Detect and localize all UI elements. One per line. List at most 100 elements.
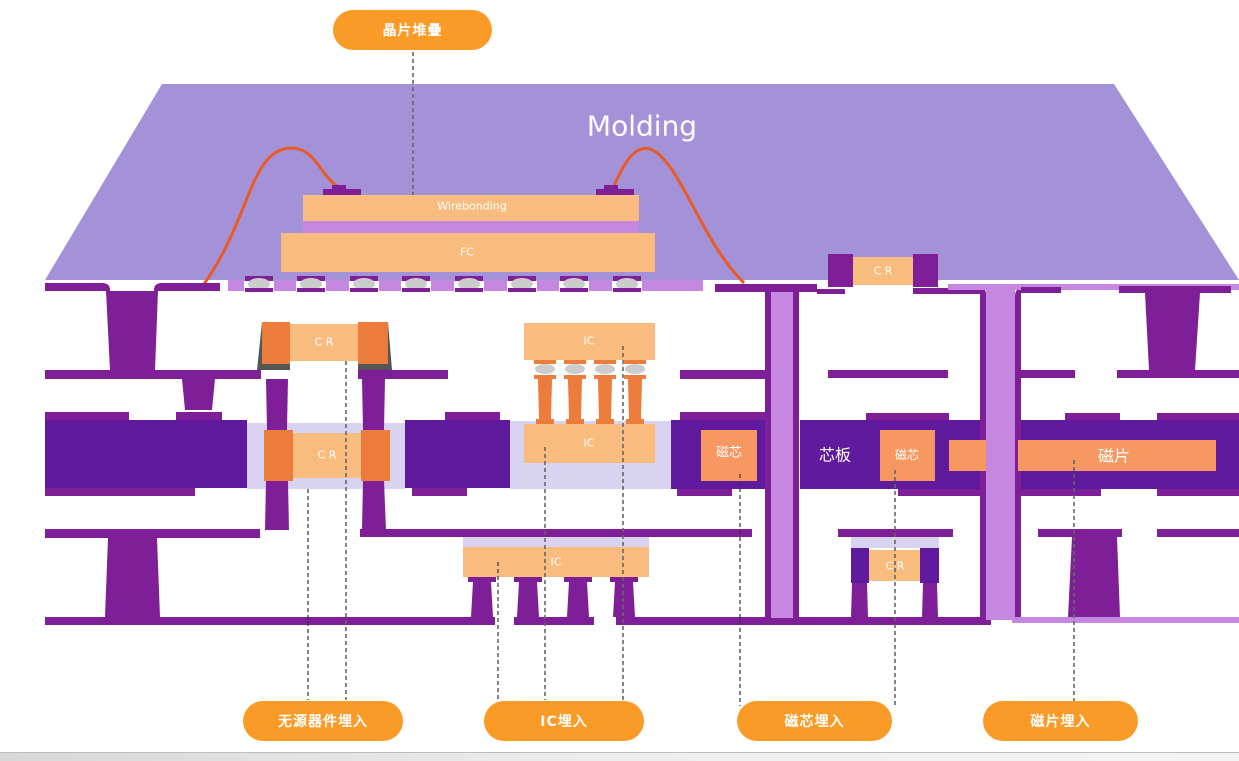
via-left-top <box>106 291 158 370</box>
copper-line-l2-left-of-ic <box>400 370 448 379</box>
bond-pad-right <box>596 189 634 196</box>
callout-die-stacking: 晶片堆疊 <box>333 10 492 50</box>
pillar-base <box>566 419 584 424</box>
cavity-ic-bottom <box>463 537 649 547</box>
pillar-base <box>626 419 644 424</box>
copper-line-l2-frame <box>828 370 948 378</box>
pad-right-core-top-a <box>680 412 766 420</box>
cr-embedded-body <box>293 433 361 478</box>
copper-pillar <box>598 379 612 420</box>
pillar-flange <box>534 375 556 379</box>
magnetic-core-left-label: 磁芯 <box>716 446 742 461</box>
cr-embedded-terminal-right <box>361 430 390 481</box>
via-right-bottom <box>1068 537 1120 617</box>
cr-lower-terminal-right <box>920 548 939 583</box>
wirebonding-die <box>303 195 639 221</box>
via-cr-left-lower <box>265 481 289 530</box>
via-cr-left-upper <box>266 379 288 430</box>
cr-upper-terminal-right <box>358 322 388 364</box>
top-copper-left <box>45 283 220 292</box>
pillar-bump <box>595 364 615 374</box>
copper-pillar <box>628 379 642 420</box>
pillar-base <box>596 419 614 424</box>
core-board-label: 芯板 <box>819 446 851 465</box>
bump-pad-bottom <box>350 288 378 292</box>
pad-frame-core-bottom <box>898 489 981 496</box>
pad-right-core-bottom-b <box>1018 489 1101 496</box>
pad-right-core-top-c <box>1157 413 1239 420</box>
copper-line-right-l3-b <box>1157 529 1239 537</box>
solder-bump <box>248 278 270 290</box>
cr-lower-label: C R <box>886 560 905 573</box>
top-prepreg-right <box>948 284 1239 290</box>
core-board-mid <box>405 420 510 488</box>
ic-mid <box>524 424 655 463</box>
wirebonding-label: Wirebonding <box>437 200 506 213</box>
copper-line-right-l2-a <box>1018 370 1075 378</box>
copper-line-right-l3-a <box>1038 529 1122 537</box>
ic-top <box>524 323 655 360</box>
ic-top-label: IC <box>584 335 595 348</box>
top-copper-mid-b <box>817 289 845 294</box>
bottom-prepreg-right <box>1012 617 1239 623</box>
via-cr-lower-right <box>922 583 938 617</box>
copper-line-right-top <box>1021 287 1061 293</box>
solder-bump <box>353 278 375 290</box>
callout-core-embedding: 磁芯埋入 <box>737 701 892 741</box>
cr-upper-body <box>290 324 358 361</box>
solder-bump <box>405 278 427 290</box>
bond-pad-left <box>323 189 361 196</box>
bond-pad-left-top <box>332 185 346 190</box>
cr-top-terminal-left <box>828 254 853 287</box>
bump-pad-bottom <box>613 288 641 292</box>
bond-wire-left <box>202 146 338 285</box>
cr-upper-label: C R <box>315 336 334 349</box>
pillar-cap <box>594 360 616 364</box>
bond-pad-right-top <box>604 185 618 190</box>
copper-line-l3-left <box>45 529 260 538</box>
ic-bottom-label: IC <box>551 556 562 569</box>
via-left-bottom <box>105 538 160 617</box>
fc-label: FC <box>460 246 474 259</box>
cr-embedded-terminal-left <box>264 430 293 481</box>
via-left-mid <box>182 379 215 410</box>
leg-pad <box>564 577 592 582</box>
solder-bump <box>616 278 638 290</box>
pillar-flange <box>594 375 616 379</box>
pad-right-top <box>1119 286 1231 293</box>
pillar-bump <box>535 364 555 374</box>
magnetic-core-left <box>701 430 757 481</box>
pillar-cap <box>534 360 556 364</box>
callout-passive-embedding: 无源器件埋入 <box>243 701 403 741</box>
pillar-flange <box>564 375 586 379</box>
ic-leg <box>613 582 635 617</box>
top-copper-mid <box>715 284 817 292</box>
bump-pad-bottom <box>455 288 483 292</box>
pillar-bump <box>565 364 585 374</box>
ic-bottom <box>463 547 649 577</box>
magnetic-sheet <box>1018 440 1216 471</box>
pad-left-core-top-a <box>45 412 129 420</box>
magnetic-core-right <box>880 430 935 481</box>
copper-line-left-l2 <box>45 370 261 379</box>
bump-pad-bottom <box>560 288 588 292</box>
pad-right-core-bottom-a <box>677 489 732 496</box>
cr-upper-terminal-left <box>262 322 290 364</box>
ic-leg <box>517 582 539 617</box>
through-via-2 <box>986 290 1015 620</box>
pillar-base <box>536 419 554 424</box>
molding-label: Molding <box>587 110 697 143</box>
pillar-flange <box>624 375 646 379</box>
pad-mid-core-bottom <box>412 488 467 496</box>
callout-ic-embedding: IC埋入 <box>484 701 644 741</box>
copper-line-l3-mid <box>360 529 752 537</box>
copper-line-l2-right-of-ic <box>680 370 766 379</box>
bump-pad-bottom <box>508 288 536 292</box>
ic-leg <box>567 582 589 617</box>
leg-pad <box>514 577 542 582</box>
ic-mid-label: IC <box>584 437 595 450</box>
pad-right-core-top-b <box>1065 413 1120 420</box>
through-via-1-fill <box>771 292 793 618</box>
cr-embedded-label: C R <box>318 449 337 462</box>
